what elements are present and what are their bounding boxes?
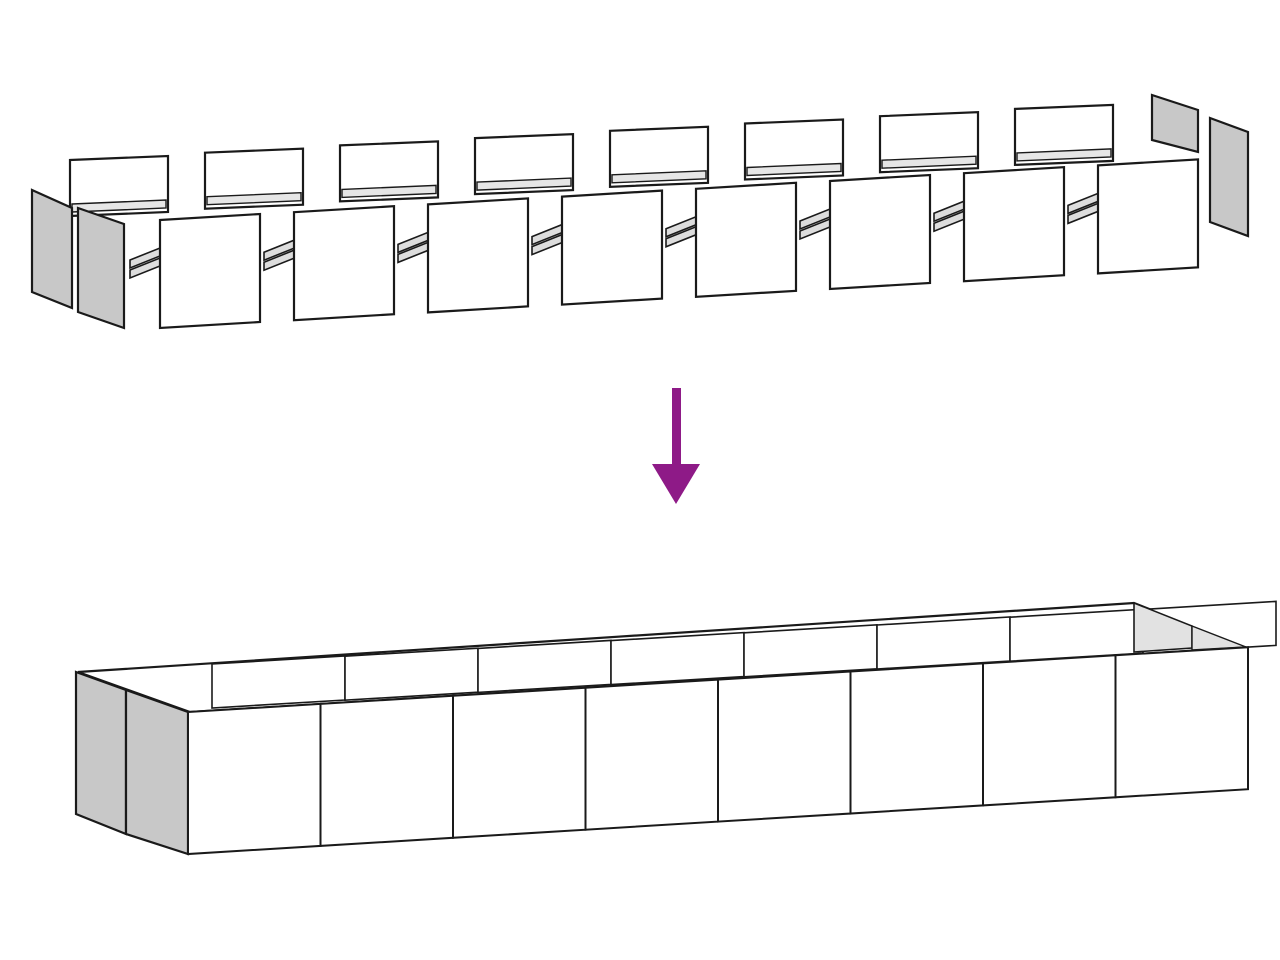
assembled-view <box>74 600 1277 856</box>
back-panel <box>68 154 170 218</box>
connector-rail <box>531 223 563 256</box>
connector-rail <box>665 215 697 248</box>
assembled-front-panel <box>849 662 984 815</box>
back-panel-rail <box>611 170 707 184</box>
assembled-back-panel <box>211 655 346 709</box>
front-panel <box>1096 158 1200 275</box>
front-panel <box>828 173 932 291</box>
connector-rail <box>397 231 429 264</box>
back-panel-rail <box>1016 148 1112 162</box>
assembled-front-panel <box>452 686 587 839</box>
arrow-down-icon <box>652 388 700 504</box>
back-panel <box>338 140 440 203</box>
front-panel <box>962 166 1066 283</box>
exploded-view <box>30 93 1250 330</box>
connector-rail <box>1067 192 1099 225</box>
back-panel <box>878 111 980 174</box>
side-panel-right <box>1208 116 1250 238</box>
assembled-front-panel <box>319 694 454 847</box>
back-panel <box>1013 103 1115 167</box>
connector-rail <box>933 200 965 233</box>
back-panel <box>608 125 710 188</box>
assembled-back-panel <box>743 623 878 678</box>
assembled-back-panel <box>1009 608 1144 663</box>
connector-rail <box>799 207 831 241</box>
back-panel-rail <box>476 177 572 191</box>
assembled-back-panel <box>876 616 1011 670</box>
connector-rail <box>263 239 295 272</box>
arrow-head <box>652 464 700 504</box>
arrow-shaft <box>672 388 681 468</box>
front-panel <box>158 212 262 330</box>
back-panel-rail <box>341 184 437 199</box>
back-panel <box>203 147 305 210</box>
assembled-back-panel <box>610 631 745 686</box>
front-panel <box>292 205 396 322</box>
back-panel <box>743 118 845 181</box>
front-panel <box>560 189 664 306</box>
side-panel-left <box>30 188 74 310</box>
side-panel-right <box>1150 93 1200 154</box>
back-panel-rail <box>881 155 977 169</box>
front-panel <box>426 197 530 314</box>
assembled-front-panel <box>717 670 852 823</box>
front-panel <box>694 181 798 298</box>
assembled-back-panel <box>344 647 479 702</box>
assembled-front-panel <box>1114 646 1249 799</box>
assembled-end-panel-left <box>74 670 128 836</box>
assembled-front-panel <box>584 678 719 831</box>
back-panel-rail <box>746 162 842 177</box>
assembled-front-panel <box>187 702 322 856</box>
back-panel <box>473 132 575 196</box>
assembled-front-panel <box>982 654 1117 807</box>
assembled-end-panel-left <box>124 688 190 856</box>
assembled-back-panel <box>477 639 612 694</box>
side-panel-left <box>76 206 126 330</box>
connector-rail <box>129 246 161 280</box>
back-panel-rail <box>206 191 302 206</box>
